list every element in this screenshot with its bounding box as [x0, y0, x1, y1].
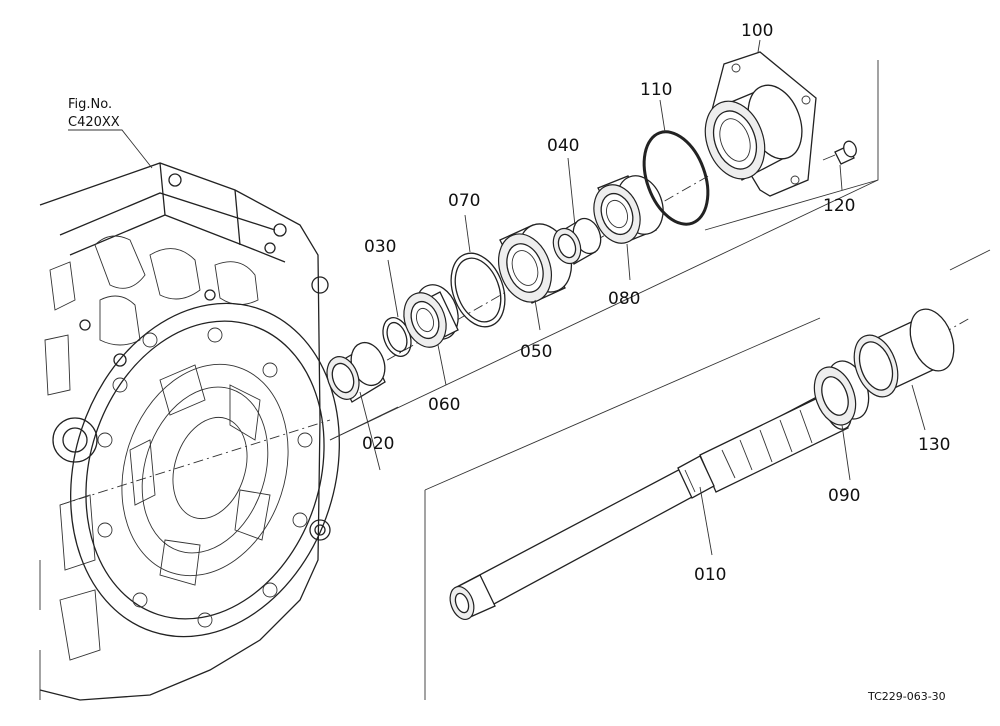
label-120: 120 — [823, 196, 855, 216]
label-050: 050 — [520, 342, 552, 362]
part-110-o-ring[interactable] — [632, 99, 719, 233]
figure-ref-line1: Fig.No. — [68, 97, 112, 112]
label-030: 030 — [364, 237, 396, 257]
part-130-sleeve[interactable] — [846, 303, 961, 431]
part-070-retaining-ring[interactable] — [442, 214, 515, 334]
part-010-pto-shaft[interactable] — [446, 387, 856, 623]
figure-ref-line2: C420XX — [68, 115, 120, 130]
label-070: 070 — [448, 191, 480, 211]
part-040-collar[interactable] — [549, 157, 606, 267]
label-080: 080 — [608, 289, 640, 309]
label-090: 090 — [828, 486, 860, 506]
transmission-case — [39, 162, 340, 701]
part-020-bushing[interactable] — [321, 338, 390, 471]
label-020: 020 — [362, 434, 394, 454]
label-100: 100 — [741, 21, 773, 41]
part-080-bearing[interactable] — [586, 169, 671, 281]
label-130: 130 — [918, 435, 950, 455]
drawing-code: TC229-063-30 — [867, 690, 946, 703]
label-060: 060 — [428, 395, 460, 415]
label-010: 010 — [694, 565, 726, 585]
part-labels: 100 110 040 070 030 120 080 050 060 020 … — [362, 21, 950, 585]
part-100-housing[interactable] — [695, 39, 817, 197]
figure-reference: Fig.No. C420XX — [68, 97, 153, 169]
label-040: 040 — [547, 136, 579, 156]
label-110: 110 — [640, 80, 672, 100]
part-060-bearing[interactable] — [397, 279, 466, 386]
part-120-plug[interactable] — [822, 139, 858, 191]
